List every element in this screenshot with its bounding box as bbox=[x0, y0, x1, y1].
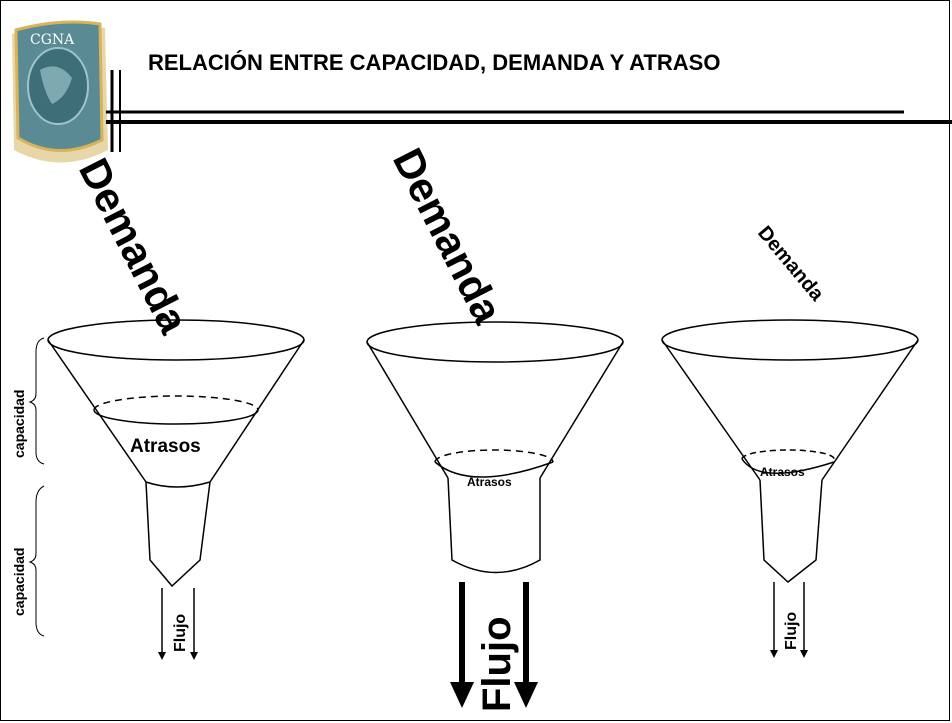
bracket-lower-curve bbox=[28, 485, 45, 637]
funnel-1-backlog-bottom bbox=[93, 409, 259, 425]
flow-arrow-2a-head bbox=[450, 682, 474, 708]
funnel-3-backlog-bottom bbox=[741, 458, 835, 475]
backlog-label-1: Atrasos bbox=[130, 436, 201, 457]
flow-label-1: Flujo bbox=[172, 614, 189, 652]
flow-arrow-1b-head bbox=[190, 652, 198, 660]
logo-text: CGNA bbox=[30, 32, 75, 48]
funnel-1: Atrasos Flujo bbox=[47, 319, 305, 660]
capacity-bracket-upper: capacidad bbox=[11, 337, 45, 465]
funnel-2-spout bbox=[447, 477, 541, 574]
capacity-label-upper: capacidad bbox=[11, 390, 27, 458]
flow-label-3: Flujo bbox=[783, 612, 800, 650]
funnel-3-spout bbox=[759, 479, 823, 583]
flow-arrow-2b-head bbox=[514, 682, 538, 708]
bracket-upper-curve bbox=[28, 337, 45, 465]
funnel-1-spout bbox=[145, 481, 211, 588]
demand-label-2: Demanda bbox=[384, 141, 512, 331]
cgna-logo: CGNA bbox=[12, 20, 108, 163]
funnel-2-cone bbox=[366, 341, 624, 479]
page-title: RELACIÓN ENTRE CAPACIDAD, DEMANDA Y ATRA… bbox=[148, 50, 720, 75]
figure-icon bbox=[40, 66, 72, 104]
flow-label-2: Flujo bbox=[475, 616, 519, 712]
funnel-3-rim bbox=[661, 319, 919, 361]
funnel-2: Atrasos Flujo bbox=[366, 321, 624, 712]
demand-label-1: Demanda bbox=[70, 151, 198, 341]
backlog-label-2: Atrasos bbox=[467, 475, 512, 489]
funnel-1-neck bbox=[145, 481, 211, 488]
capacity-label-lower: capacidad bbox=[11, 548, 27, 616]
flow-arrow-3b-head bbox=[800, 650, 808, 658]
funnel-2-rim bbox=[366, 321, 624, 363]
funnel-3-backlog-top bbox=[741, 449, 835, 460]
capacity-bracket-lower: capacidad bbox=[11, 485, 45, 637]
funnel-3: Atrasos Flujo bbox=[661, 319, 919, 658]
funnel-1-cone bbox=[47, 339, 305, 483]
funnel-2-backlog-top bbox=[434, 449, 554, 463]
funnel-2-backlog-bottom bbox=[434, 461, 554, 478]
demand-label-3: Demanda bbox=[753, 222, 828, 306]
funnel-3-cone bbox=[661, 339, 919, 481]
backlog-label-3: Atrasos bbox=[760, 465, 805, 479]
flow-arrow-3a-head bbox=[770, 650, 778, 658]
flow-arrow-1a-head bbox=[158, 652, 166, 660]
funnel-1-backlog-top bbox=[93, 395, 259, 411]
